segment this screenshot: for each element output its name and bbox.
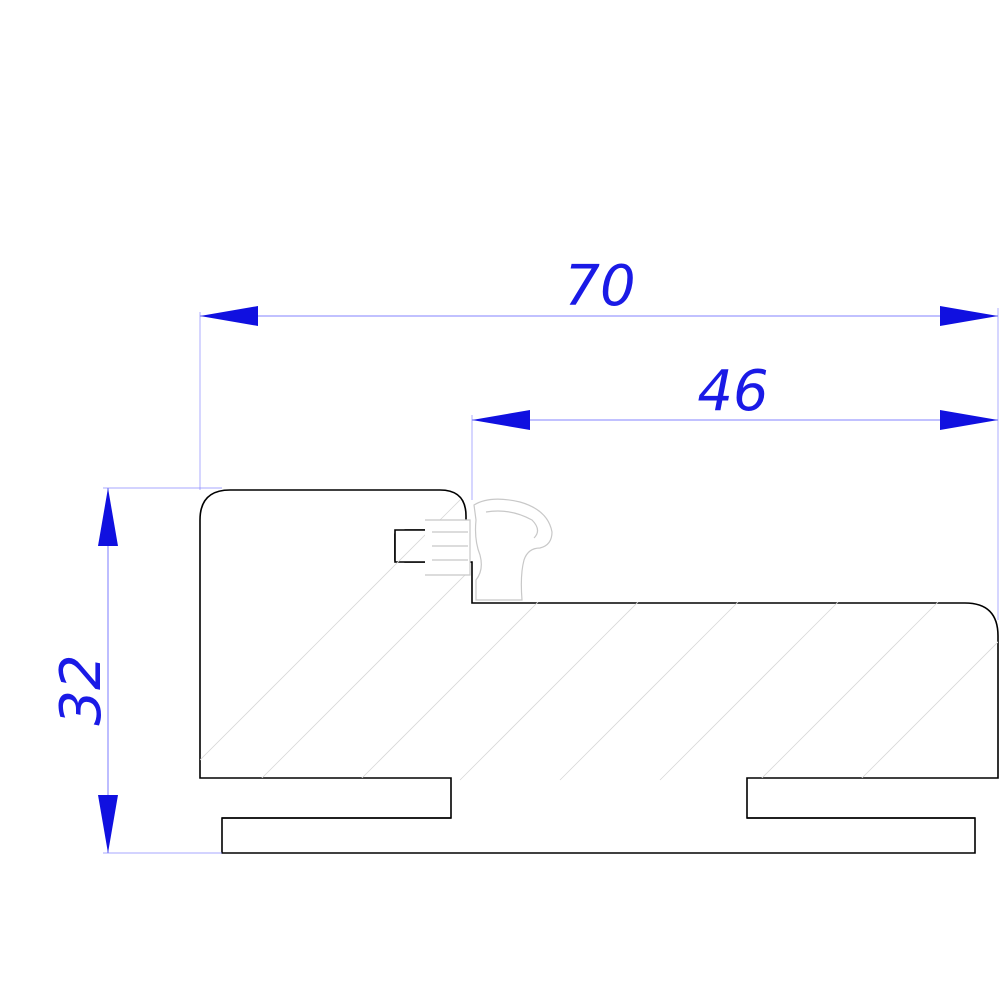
- seal-lip: [485, 510, 539, 539]
- arrow-right-icon: [940, 410, 998, 430]
- arrow-left-icon: [200, 306, 258, 326]
- rubber-seal: [425, 498, 553, 601]
- extension-lines: [103, 308, 999, 854]
- seal-barb: [425, 519, 471, 576]
- profile-outline: [199, 489, 999, 854]
- arrow-left-icon: [472, 410, 530, 430]
- arrow-up-icon: [98, 488, 118, 546]
- arrow-right-icon: [940, 306, 998, 326]
- dimension-label-70: 70: [564, 254, 635, 319]
- profile-body: [199, 489, 999, 854]
- dimension-height-total: 32: [49, 488, 118, 853]
- dimension-width-total: 70: [200, 254, 998, 326]
- dimension-label-46: 46: [697, 359, 768, 424]
- dimension-width-step: 46: [472, 359, 998, 430]
- arrow-down-icon: [98, 795, 118, 853]
- dimension-label-32: 32: [49, 654, 114, 725]
